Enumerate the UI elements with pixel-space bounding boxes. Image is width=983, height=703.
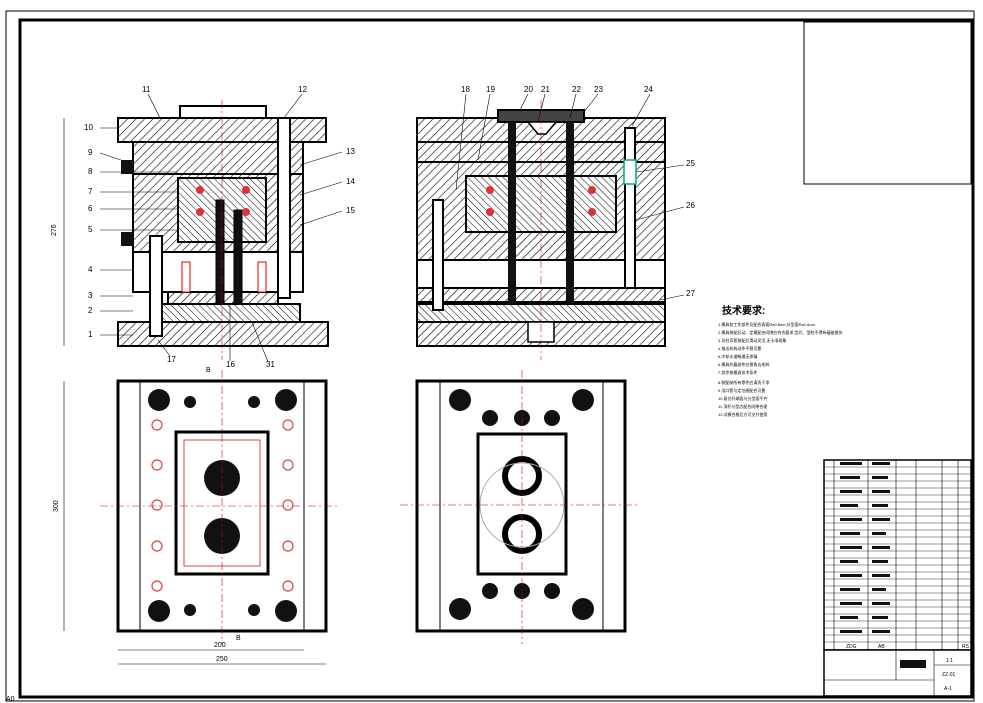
spacer-column xyxy=(181,261,191,293)
sheet-corner-box xyxy=(803,21,972,185)
svg-text:6: 6 xyxy=(88,204,93,213)
svg-text:5: 5 xyxy=(88,225,93,234)
cooling-channel xyxy=(196,186,204,194)
plan2-guide-holes xyxy=(449,389,594,620)
moving-half-plan-view: 300 200 250 B B xyxy=(53,367,340,665)
svg-text:11.顶杆与型芯配合间隙合理: 11.顶杆与型芯配合间隙合理 xyxy=(718,403,767,409)
plan-height-dimension: 300 xyxy=(53,500,60,512)
return-pin xyxy=(149,235,163,337)
svg-text:10: 10 xyxy=(84,123,93,132)
svg-text:2.模具装配后动、定模配合间隙应符合要求,型芯、型腔不得有磕: 2.模具装配后动、定模配合间隙应符合要求,型芯、型腔不得有磕碰损伤 xyxy=(718,329,842,335)
side-pin xyxy=(624,127,636,289)
side-locating-ring xyxy=(526,121,558,135)
side-block-left-2 xyxy=(121,232,133,246)
svg-text:9: 9 xyxy=(88,148,93,157)
svg-text:17: 17 xyxy=(167,355,176,364)
guide-pin xyxy=(277,117,291,299)
svg-text:3: 3 xyxy=(88,291,93,300)
svg-text:19: 19 xyxy=(486,85,495,94)
svg-text:18: 18 xyxy=(461,85,470,94)
front-callout-labels: 1 2 3 4 5 6 7 8 9 10 11 12 13 14 15 17 1… xyxy=(84,85,355,369)
svg-text:4.推出机构动作平稳可靠: 4.推出机构动作平稳可靠 xyxy=(718,345,761,351)
svg-text:15: 15 xyxy=(346,206,355,215)
ejector-pin-a xyxy=(215,199,225,305)
svg-text:13: 13 xyxy=(346,147,355,156)
svg-text:25: 25 xyxy=(686,159,695,168)
lifting-handle xyxy=(179,105,267,119)
cooling-channel xyxy=(486,208,494,216)
svg-text:ZDG: ZDG xyxy=(846,644,857,650)
cooling-channel xyxy=(486,186,494,194)
svg-text:12.试模合格后方可交付使用: 12.试模合格后方可交付使用 xyxy=(718,411,768,417)
svg-text:1:1: 1:1 xyxy=(946,658,953,664)
cooling-channel xyxy=(242,208,250,216)
ejector-holes xyxy=(184,396,260,616)
side-pin xyxy=(432,199,444,311)
cooling-channel xyxy=(242,186,250,194)
side-ejector-pin xyxy=(566,122,574,304)
svg-text:27: 27 xyxy=(686,289,695,298)
svg-text:26: 26 xyxy=(686,201,695,210)
svg-text:7: 7 xyxy=(88,187,93,196)
svg-text:21: 21 xyxy=(541,85,550,94)
tech-req-title: 技术要求: xyxy=(722,304,765,317)
svg-text:12: 12 xyxy=(298,85,307,94)
svg-text:4: 4 xyxy=(88,265,93,274)
cooling-channel xyxy=(588,186,596,194)
svg-text:6.模具外露部件应倒角去毛刺: 6.模具外露部件应倒角去毛刺 xyxy=(718,361,769,367)
plan-outer-dimension: 250 xyxy=(216,656,228,663)
svg-text:10.复位杆端面与分型面平齐: 10.复位杆端面与分型面平齐 xyxy=(718,395,768,401)
parts-list-rows xyxy=(824,466,971,643)
svg-text:31: 31 xyxy=(266,360,275,369)
svg-text:20: 20 xyxy=(524,85,533,94)
svg-text:24: 24 xyxy=(644,85,653,94)
svg-text:7.其余按模具技术条件: 7.其余按模具技术条件 xyxy=(718,369,757,375)
side-section-view xyxy=(416,100,666,360)
svg-text:RS: RS xyxy=(962,644,970,650)
svg-text:9.浇口套与定位圈配合可靠: 9.浇口套与定位圈配合可靠 xyxy=(718,387,765,393)
cooling-channel xyxy=(588,208,596,216)
svg-text:16: 16 xyxy=(226,360,235,369)
svg-text:ZZ-01: ZZ-01 xyxy=(942,672,956,678)
svg-text:22: 22 xyxy=(572,85,581,94)
cooling-channel xyxy=(196,208,204,216)
sheet-size-mark: A0 xyxy=(6,696,15,703)
svg-text:3.导柱导套装配后滑动灵活,无卡滞现象: 3.导柱导套装配后滑动灵活,无卡滞现象 xyxy=(718,337,786,343)
title-block: 1:1 ZZ-01 A-1 xyxy=(823,649,972,697)
svg-text:23: 23 xyxy=(594,85,603,94)
side-block-left xyxy=(121,160,133,174)
parts-list-text-marks xyxy=(840,462,890,633)
svg-text:8.装配前所有零件应清洗干净: 8.装配前所有零件应清洗干净 xyxy=(718,379,769,385)
ejector-pin-b xyxy=(233,209,243,305)
height-dimension: 276 xyxy=(51,224,58,236)
svg-text:5.冷却水道畅通无渗漏: 5.冷却水道畅通无渗漏 xyxy=(718,353,757,359)
svg-text:8: 8 xyxy=(88,167,93,176)
side-callout-labels: 18 19 20 21 22 23 24 25 26 27 xyxy=(461,85,695,298)
svg-text:1: 1 xyxy=(88,330,93,339)
svg-text:14: 14 xyxy=(346,177,355,186)
side-spring xyxy=(623,159,637,185)
parts-list: ZDG AB RS xyxy=(823,459,972,651)
spacer-column xyxy=(257,261,267,293)
svg-text:AB: AB xyxy=(878,644,885,650)
fixed-half-plan-view xyxy=(400,370,640,644)
side-callouts xyxy=(455,93,685,301)
plan-inner-dimension: 200 xyxy=(214,642,226,649)
screw-holes xyxy=(151,419,294,592)
technical-requirements: 技术要求: 1.模具各工作部件及配合表面Ra0.8um,分型面Ra1.6um 2… xyxy=(718,304,842,417)
ejector-retainer xyxy=(149,303,301,323)
svg-text:A-1: A-1 xyxy=(944,686,952,692)
side-ejector-pin xyxy=(508,122,516,304)
guide-pillar-holes xyxy=(148,389,297,622)
section-mark-top: B xyxy=(206,367,211,374)
front-callouts xyxy=(99,93,343,363)
svg-text:1.模具各工作部件及配合表面Ra0.8um,分型面Ra1.6: 1.模具各工作部件及配合表面Ra0.8um,分型面Ra1.6um xyxy=(718,321,816,327)
svg-text:11: 11 xyxy=(142,85,151,94)
front-section-view: 2 7 6 xyxy=(51,100,329,360)
inner-frame xyxy=(18,18,975,699)
section-mark-bottom: B xyxy=(236,635,241,642)
svg-text:2: 2 xyxy=(88,306,93,315)
